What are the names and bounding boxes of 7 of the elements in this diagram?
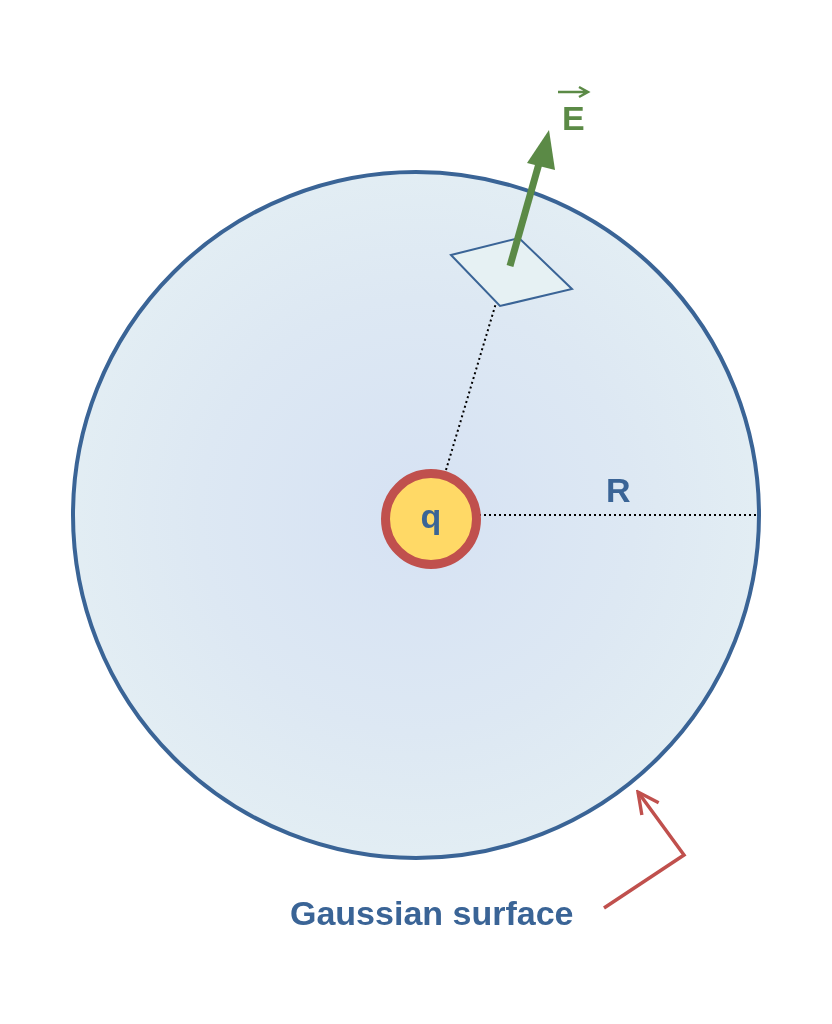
surface-label: Gaussian surface bbox=[290, 896, 574, 930]
area-element bbox=[450, 237, 573, 307]
field-label: E bbox=[562, 101, 585, 135]
radius-line bbox=[445, 302, 497, 471]
leader-line bbox=[603, 790, 687, 910]
radius-label: R bbox=[606, 473, 631, 507]
charge-label: q bbox=[420, 499, 442, 533]
